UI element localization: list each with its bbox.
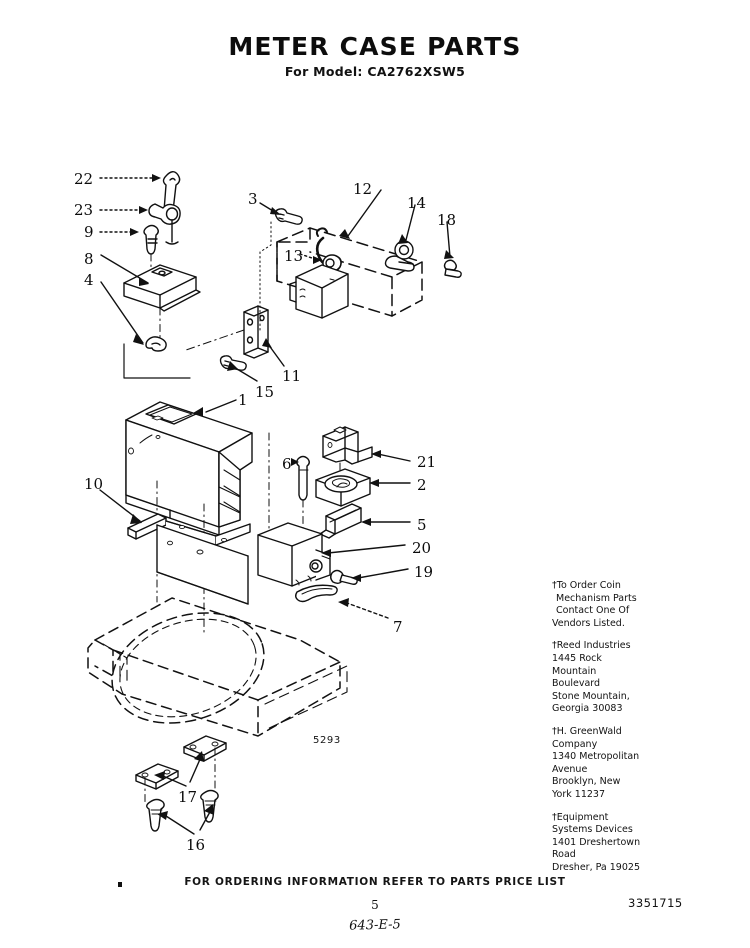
h-greenwald-company-line: 1340 Metropolitan xyxy=(552,751,640,763)
reed-industries-line: 1445 Rock xyxy=(552,652,602,664)
callout-4: 4 xyxy=(84,271,94,289)
callout-21: 21 xyxy=(417,453,437,471)
callout-9: 9 xyxy=(84,223,94,241)
h-greenwald-company-line: York 11237 xyxy=(552,788,606,800)
callout-2: 2 xyxy=(417,476,427,494)
callout-18: 18 xyxy=(437,211,457,229)
h-greenwald-company-line: Avenue xyxy=(552,763,588,775)
equipment-systems-devices-line: Dresher, Pa 19025 xyxy=(552,861,640,873)
part-7-retainer xyxy=(295,584,338,603)
callout-22: 22 xyxy=(74,170,94,188)
appliance-top-outline xyxy=(87,597,348,737)
ordering-information-note: FOR ORDERING INFORMATION REFER TO PARTS … xyxy=(184,876,566,888)
reed-industries-line: Stone Mountain, xyxy=(552,690,630,702)
model-subtitle: For Model: CA2762XSW5 xyxy=(284,64,466,79)
part-1-meter-case xyxy=(125,401,253,536)
part-5-trim-strip xyxy=(319,503,362,539)
reed-industries-line: †Reed Industries xyxy=(552,640,631,652)
equipment-systems-devices-line: †Equipment xyxy=(552,811,609,823)
callout-20: 20 xyxy=(412,539,432,557)
part-2-coin-cup xyxy=(315,468,371,507)
order-coin-note-line: †To Order Coin xyxy=(552,580,621,591)
callout-15: 15 xyxy=(255,383,275,401)
page-number: 5 xyxy=(371,898,379,912)
callout-17: 17 xyxy=(178,788,198,806)
rail-deck-panel xyxy=(156,524,249,605)
part-4-clip xyxy=(145,336,167,352)
callout-19: 19 xyxy=(414,563,434,581)
part-8-cover-plate xyxy=(123,264,201,312)
part-18-screw xyxy=(443,259,462,278)
part-16-screws xyxy=(146,789,219,832)
callout-3: 3 xyxy=(248,190,258,208)
callout-14: 14 xyxy=(407,194,427,212)
h-greenwald-company-line: Company xyxy=(552,738,598,750)
callout-6: 6 xyxy=(282,455,292,473)
part-10-mounting-rail xyxy=(127,513,251,546)
callout-8: 8 xyxy=(84,250,94,268)
h-greenwald-company-line: Brooklyn, New xyxy=(552,776,621,788)
part-20-coin-box xyxy=(257,522,331,587)
callout-7: 7 xyxy=(393,618,403,636)
part-13-coin-chute xyxy=(315,227,342,272)
part-23-lock xyxy=(148,203,181,245)
appliance-top-opening xyxy=(111,612,265,724)
drawing-reference: 5293 xyxy=(313,735,341,746)
part-9-screw xyxy=(143,224,159,255)
part-6-screw xyxy=(296,455,310,501)
part-21-switch-bracket xyxy=(322,426,373,465)
callout-12: 12 xyxy=(353,180,373,198)
part-3-screw xyxy=(274,208,303,225)
callout-13: 13 xyxy=(284,247,304,265)
callout-23: 23 xyxy=(74,201,94,219)
part-14-knob xyxy=(384,240,415,272)
coin-meter-body xyxy=(289,264,349,319)
order-coin-note-line: Contact One Of xyxy=(556,605,630,617)
equipment-systems-devices-line: 1401 Dreshertown xyxy=(552,836,641,848)
equipment-systems-devices-line: Systems Devices xyxy=(552,824,633,836)
reed-industries-line: Mountain xyxy=(552,665,597,677)
order-coin-note-line: Vendors Listed. xyxy=(552,617,625,629)
callout-11: 11 xyxy=(282,367,302,385)
publication-part-number: 3351715 xyxy=(628,896,683,910)
callout-5: 5 xyxy=(417,516,427,534)
reed-industries-line: Georgia 30083 xyxy=(552,703,623,715)
h-greenwald-company-line: †H. GreenWald xyxy=(552,725,622,737)
equipment-systems-devices-line: Road xyxy=(552,849,576,861)
registration-mark xyxy=(118,882,122,887)
callout-1: 1 xyxy=(238,391,248,409)
page-title: METER CASE PARTS xyxy=(228,32,522,61)
callout-10: 10 xyxy=(84,475,104,493)
callout-16: 16 xyxy=(186,836,206,854)
part-11-mounting-bracket xyxy=(243,305,269,359)
part-19-screw xyxy=(330,569,358,585)
part-17-clips xyxy=(135,735,227,790)
reed-industries-line: Boulevard xyxy=(552,678,601,690)
order-coin-note-line: Mechanism Parts xyxy=(556,592,637,604)
